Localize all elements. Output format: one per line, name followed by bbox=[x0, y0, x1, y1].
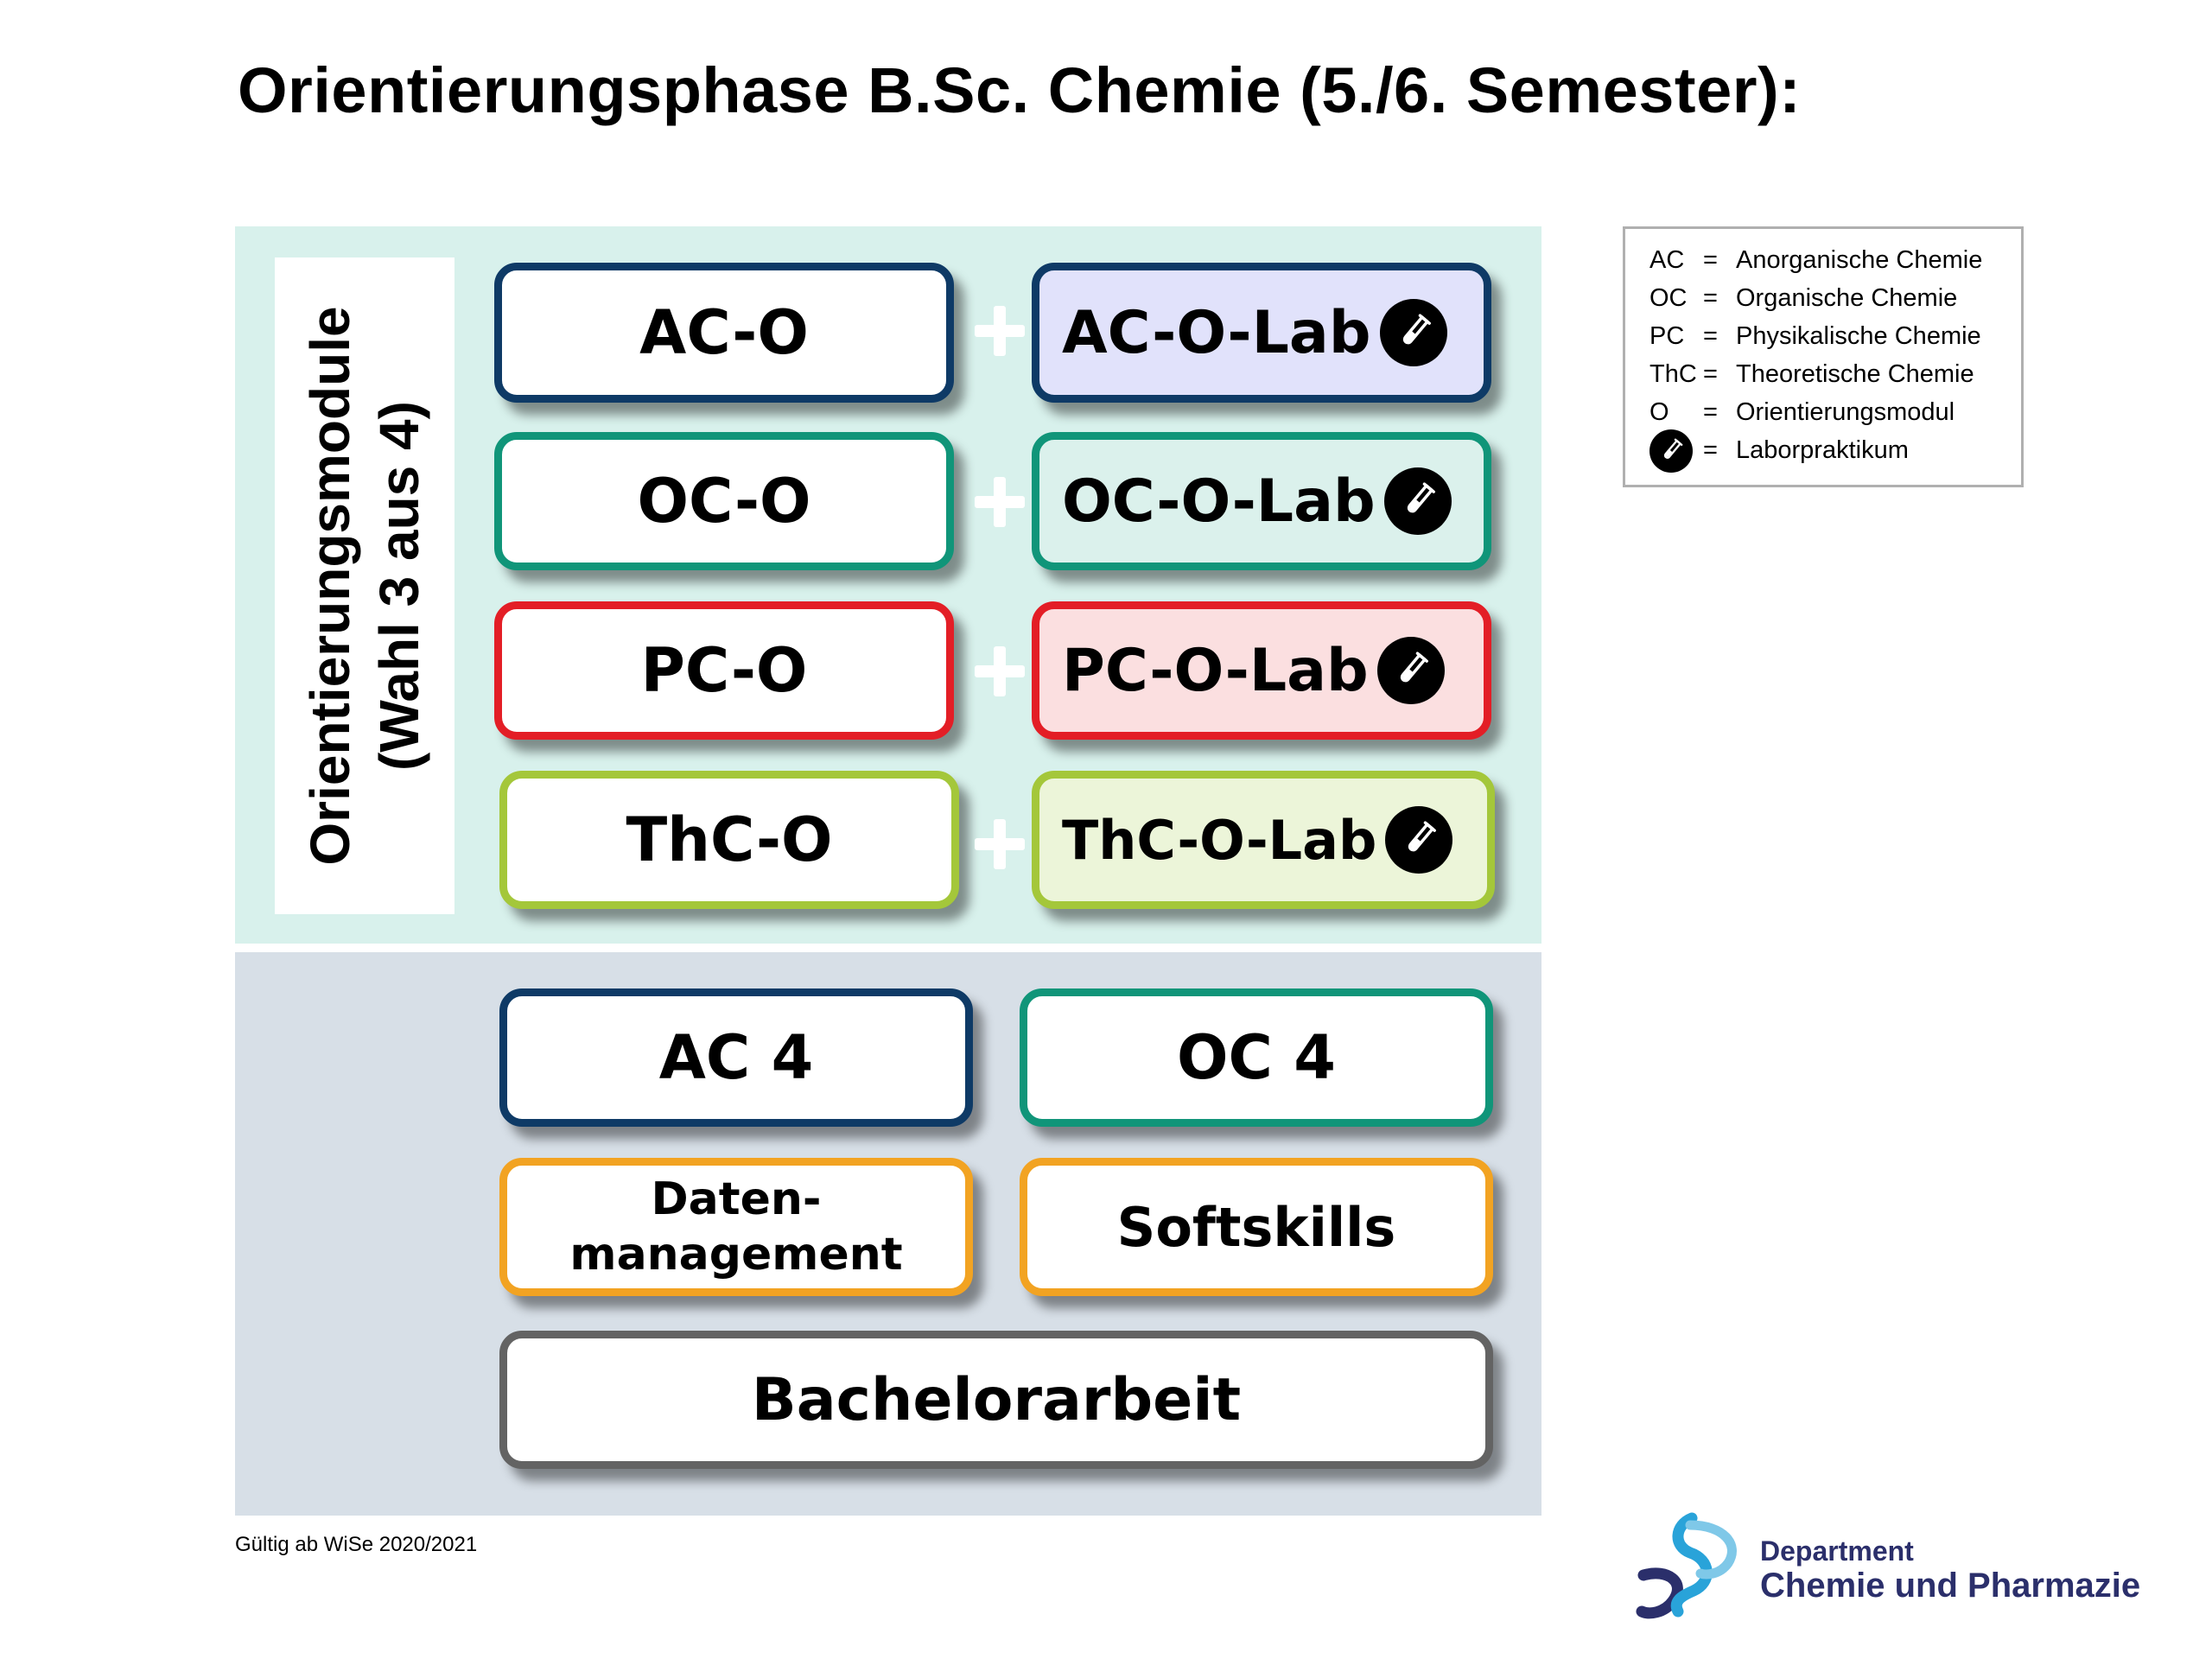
module-datenmanagement-line2: management bbox=[569, 1229, 903, 1281]
test-tube-icon bbox=[1649, 429, 1693, 473]
legend-value: Laborpraktikum bbox=[1736, 436, 1909, 464]
legend-key-icon bbox=[1649, 429, 1693, 473]
module-ac-o-lab: AC-O-Lab bbox=[1032, 263, 1491, 403]
legend-equals: = bbox=[1703, 436, 1718, 464]
module-pc-o: PC-O bbox=[494, 601, 954, 740]
module-datenmanagement-line1: Daten- bbox=[651, 1173, 822, 1225]
legend-value: Theoretische Chemie bbox=[1736, 360, 1974, 388]
module-oc4: OC 4 bbox=[1020, 988, 1493, 1127]
side-label: Orientierungsmodule (Wahl 3 aus 4) bbox=[296, 257, 434, 914]
legend-row-o: O = Orientierungsmodul bbox=[1649, 391, 2021, 429]
module-oc-o-lab-label: OC-O-Lab bbox=[1062, 467, 1376, 536]
logo-text-chemie-pharmazie: Chemie und Pharmazie bbox=[1760, 1567, 2141, 1605]
legend-row-lab: = Laborpraktikum bbox=[1649, 429, 2021, 473]
legend-key: OC bbox=[1649, 284, 1688, 312]
legend-value: Organische Chemie bbox=[1736, 284, 1958, 312]
side-label-line2: (Wahl 3 aus 4) bbox=[368, 401, 430, 771]
legend-row-thc: ThC = Theoretische Chemie bbox=[1649, 353, 2021, 391]
module-bachelorarbeit: Bachelorarbeit bbox=[499, 1331, 1493, 1469]
test-tube-icon bbox=[1385, 806, 1453, 874]
side-label-line1: Orientierungsmodule bbox=[299, 306, 361, 866]
test-tube-icon bbox=[1383, 467, 1452, 535]
legend-row-ac: AC = Anorganische Chemie bbox=[1649, 239, 2021, 277]
test-tube-icon bbox=[1376, 637, 1445, 704]
module-ac-o-lab-label: AC-O-Lab bbox=[1062, 298, 1371, 367]
module-thc-o-lab-label: ThC-O-Lab bbox=[1062, 808, 1377, 872]
side-label-box bbox=[275, 257, 454, 914]
legend-key: PC bbox=[1649, 322, 1685, 350]
legend-key: O bbox=[1649, 398, 1669, 426]
legend-equals: = bbox=[1703, 284, 1718, 312]
module-datenmanagement: Daten- management bbox=[499, 1158, 973, 1296]
legend-equals: = bbox=[1703, 398, 1718, 426]
module-thc-o: ThC-O bbox=[499, 771, 959, 909]
module-oc-o-label: OC-O bbox=[637, 466, 811, 537]
plus-icon bbox=[975, 819, 1025, 869]
legend-key: AC bbox=[1649, 246, 1685, 274]
module-oc-o: OC-O bbox=[494, 432, 954, 570]
module-oc4-label: OC 4 bbox=[1177, 1022, 1336, 1093]
legend-value: Orientierungsmodul bbox=[1736, 398, 1955, 426]
legend-row-pc: PC = Physikalische Chemie bbox=[1649, 315, 2021, 353]
module-softskills-label: Softskills bbox=[1116, 1195, 1396, 1259]
module-ac-o-label: AC-O bbox=[639, 297, 809, 368]
module-ac4-label: AC 4 bbox=[658, 1022, 814, 1093]
legend-equals: = bbox=[1703, 322, 1718, 350]
plus-icon bbox=[975, 646, 1025, 696]
module-softskills: Softskills bbox=[1020, 1158, 1493, 1296]
module-pc-o-label: PC-O bbox=[640, 635, 808, 706]
module-pc-o-lab-label: PC-O-Lab bbox=[1062, 636, 1369, 705]
plus-icon bbox=[975, 477, 1025, 527]
department-logo-icon bbox=[1636, 1512, 1737, 1619]
legend-row-oc: OC = Organische Chemie bbox=[1649, 277, 2021, 315]
module-pc-o-lab: PC-O-Lab bbox=[1032, 601, 1491, 740]
legend-value: Physikalische Chemie bbox=[1736, 322, 1981, 350]
legend: AC = Anorganische Chemie OC = Organische… bbox=[1623, 226, 2024, 487]
legend-key: ThC bbox=[1649, 360, 1697, 388]
module-thc-o-lab: ThC-O-Lab bbox=[1032, 771, 1495, 909]
legend-value: Anorganische Chemie bbox=[1736, 246, 1983, 274]
test-tube-icon bbox=[1379, 299, 1447, 366]
department-logo: Department Chemie und Pharmazie bbox=[1633, 1499, 2152, 1620]
module-oc-o-lab: OC-O-Lab bbox=[1032, 432, 1491, 570]
module-ac-o: AC-O bbox=[494, 263, 954, 403]
module-bachelorarbeit-label: Bachelorarbeit bbox=[751, 1365, 1242, 1434]
legend-equals: = bbox=[1703, 360, 1718, 388]
logo-text-department: Department bbox=[1760, 1535, 1914, 1567]
validity-footnote: Gültig ab WiSe 2020/2021 bbox=[235, 1533, 478, 1556]
module-thc-o-label: ThC-O bbox=[626, 804, 833, 875]
plus-icon bbox=[975, 306, 1025, 356]
module-ac4: AC 4 bbox=[499, 988, 973, 1127]
page-title: Orientierungsphase B.Sc. Chemie (5./6. S… bbox=[238, 54, 1802, 126]
legend-equals: = bbox=[1703, 246, 1718, 274]
